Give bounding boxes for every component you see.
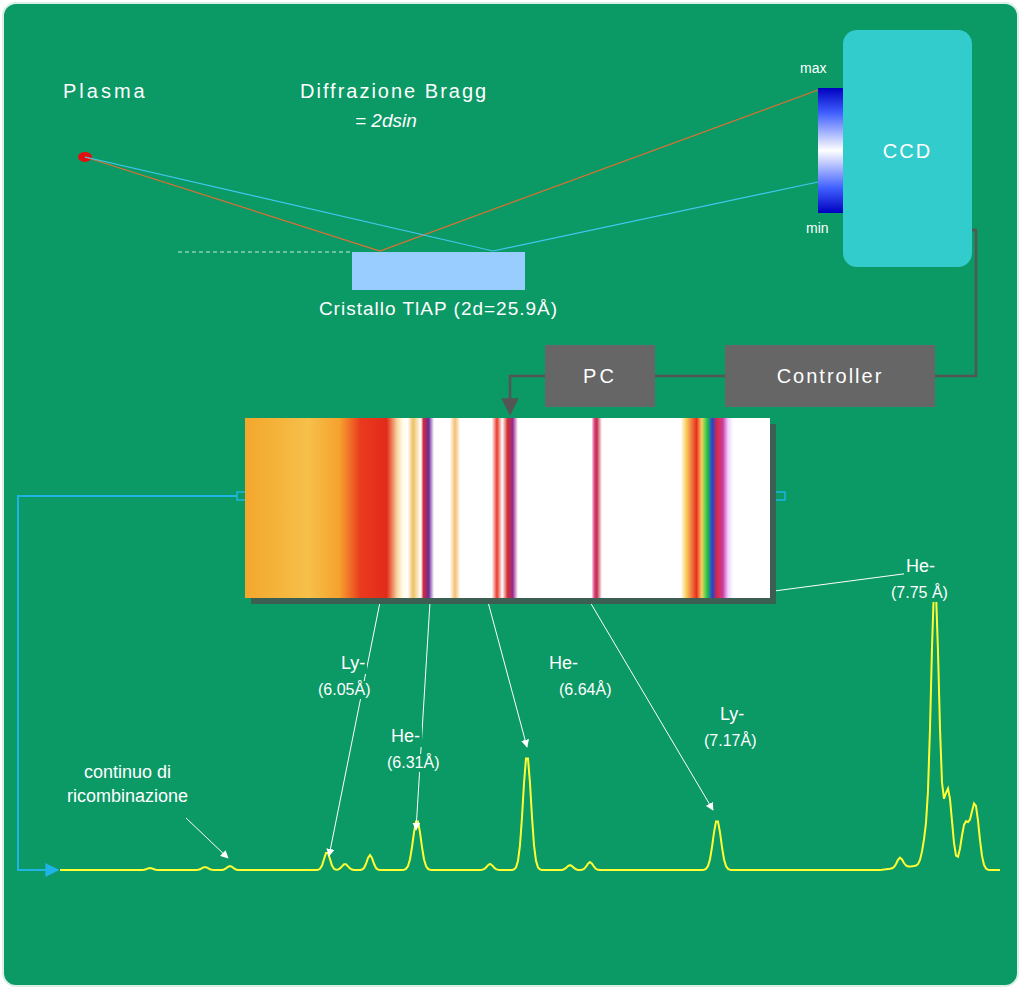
node-label: Cristallo TlAP (2d=25.9Å) xyxy=(319,298,558,320)
line-name: Ly- xyxy=(718,704,746,725)
bragg-label: Diffrazione Bragg xyxy=(300,80,488,103)
line-name: He- xyxy=(389,726,422,747)
leader-lines xyxy=(186,572,918,858)
node-label: Controller xyxy=(777,365,884,388)
cable xyxy=(655,375,725,378)
pc-box: PC xyxy=(545,345,655,407)
scale-min: min xyxy=(806,220,829,236)
wavelength: (6.31Å) xyxy=(385,754,441,772)
crystal: Cristallo TlAP (2d=25.9Å) xyxy=(352,252,525,290)
wavelength: (6.05Å) xyxy=(316,681,372,699)
scale-max: max xyxy=(800,60,826,76)
line-name: He- xyxy=(904,556,937,577)
line-name: He- xyxy=(547,653,580,674)
profile-arrow xyxy=(18,496,237,870)
color-scale xyxy=(818,88,843,213)
plasma-label: Plasma xyxy=(63,80,148,103)
spectrum-image xyxy=(245,418,770,598)
ccd-camera: CCD xyxy=(843,30,972,267)
ray-blue xyxy=(85,157,818,251)
wavelength: (6.64Å) xyxy=(557,681,613,699)
node-label: CCD xyxy=(883,140,932,163)
continuum-label: continuo di ricombinazione xyxy=(60,760,195,809)
bragg-formula: = 2dsin xyxy=(355,110,417,132)
node-label: PC xyxy=(583,365,617,388)
data-arrow xyxy=(510,376,545,414)
spectrum-trace xyxy=(60,587,1000,870)
ray-orange xyxy=(85,90,818,251)
wavelength: (7.75 Å) xyxy=(889,584,950,602)
wavelength: (7.17Å) xyxy=(702,732,758,750)
controller-box: Controller xyxy=(725,345,935,407)
line-name: Ly- xyxy=(339,653,367,674)
crystal-plane xyxy=(178,252,352,253)
